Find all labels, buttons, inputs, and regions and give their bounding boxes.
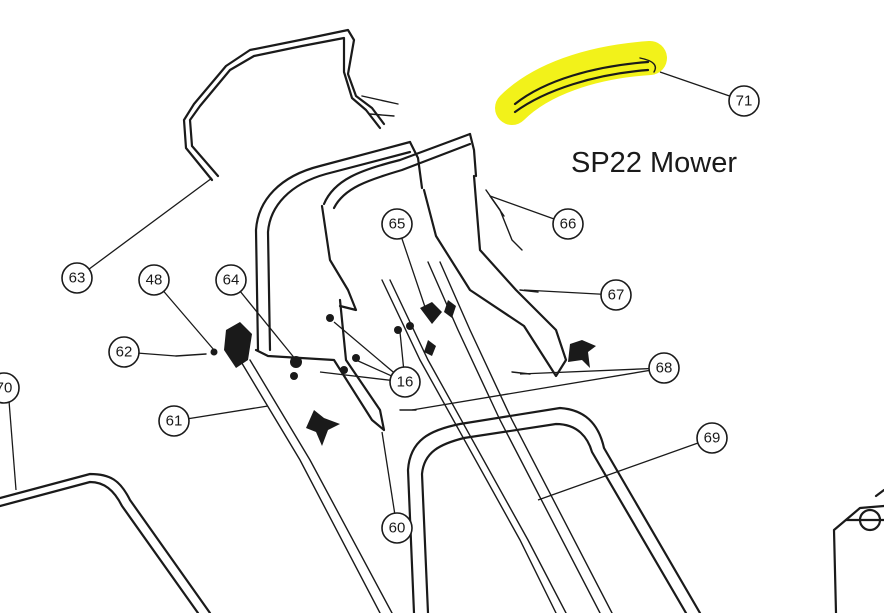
svg-text:68: 68	[656, 360, 673, 377]
svg-text:63: 63	[69, 270, 86, 287]
engine-fragment	[832, 488, 884, 613]
callout-71: 71	[728, 85, 760, 117]
callout-68: 68	[648, 352, 680, 384]
callout-63: 63	[61, 262, 93, 294]
svg-text:48: 48	[146, 272, 163, 289]
svg-text:70: 70	[0, 380, 12, 397]
svg-text:66: 66	[560, 216, 577, 233]
callout-48: 48	[138, 264, 170, 296]
callout-70: 70	[0, 372, 20, 404]
callout-69: 69	[696, 422, 728, 454]
svg-text:71: 71	[736, 93, 753, 110]
control-cables	[239, 261, 613, 613]
part-63-bail	[182, 28, 399, 182]
callout-66: 66	[552, 208, 584, 240]
svg-text:64: 64	[223, 272, 240, 289]
svg-text:69: 69	[704, 430, 721, 447]
callout-65: 65	[381, 208, 413, 240]
part-69-lower-handle	[406, 406, 702, 613]
callout-64: 64	[215, 264, 247, 296]
handle-upper	[254, 132, 568, 432]
callout-62: 62	[108, 336, 140, 368]
svg-text:16: 16	[397, 374, 414, 391]
svg-text:67: 67	[608, 287, 625, 304]
hardware-parts	[175, 289, 596, 446]
svg-text:61: 61	[166, 413, 183, 430]
diagram-label: SP22 Mower	[571, 147, 737, 179]
svg-text:60: 60	[389, 520, 406, 537]
callout-60: 60	[381, 512, 413, 544]
part-70-grass-bag	[0, 472, 212, 613]
svg-text:65: 65	[389, 216, 406, 233]
leader-lines	[7, 71, 745, 529]
svg-text:62: 62	[116, 344, 133, 361]
callout-61: 61	[158, 405, 190, 437]
callout-67: 67	[600, 279, 632, 311]
callout-16: 16	[389, 366, 421, 398]
part-71-grip	[495, 41, 667, 125]
